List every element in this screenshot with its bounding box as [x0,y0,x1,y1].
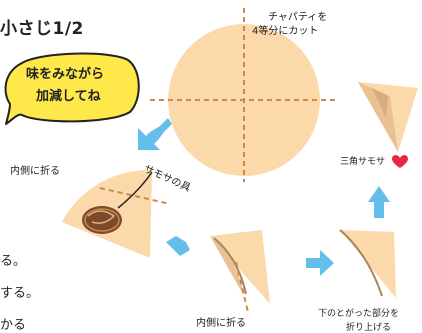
result-label: 三角サモサ [340,157,386,167]
step-text-2: する。 [0,286,40,301]
speech-bubble [4,52,140,125]
heart-icon [392,155,408,168]
fold-inside-label-1: 内側に折る [10,166,60,177]
measure-title: 小さじ1/2 [0,19,84,39]
filling-pointer [117,171,153,209]
fold-inside-label-2: 内側に折る [196,318,246,329]
arrow-right-icon-2 [306,250,334,276]
bubble-line-1: 味をみながら [26,67,105,82]
cut-label-line-2: 4等分にカット [252,26,319,37]
arrow-down-left-icon [138,118,172,150]
fold-line-1 [99,187,171,205]
filling-icon [82,206,122,234]
arrow-right-icon-1 [166,236,190,256]
step-text-3: かる [0,318,27,333]
bubble-line-2: 加減してね [36,89,101,104]
fold-tip-line-2: 折り上げる [346,323,392,333]
fold-tip-line-1: 下のとがった部分を [318,309,400,319]
cut-label-line-1: チャパティを [268,12,328,23]
cone-fold-1 [210,236,244,296]
step-text-1: る。 [0,254,27,269]
folded-cone-1 [210,230,270,304]
arrow-up-icon [368,186,390,218]
